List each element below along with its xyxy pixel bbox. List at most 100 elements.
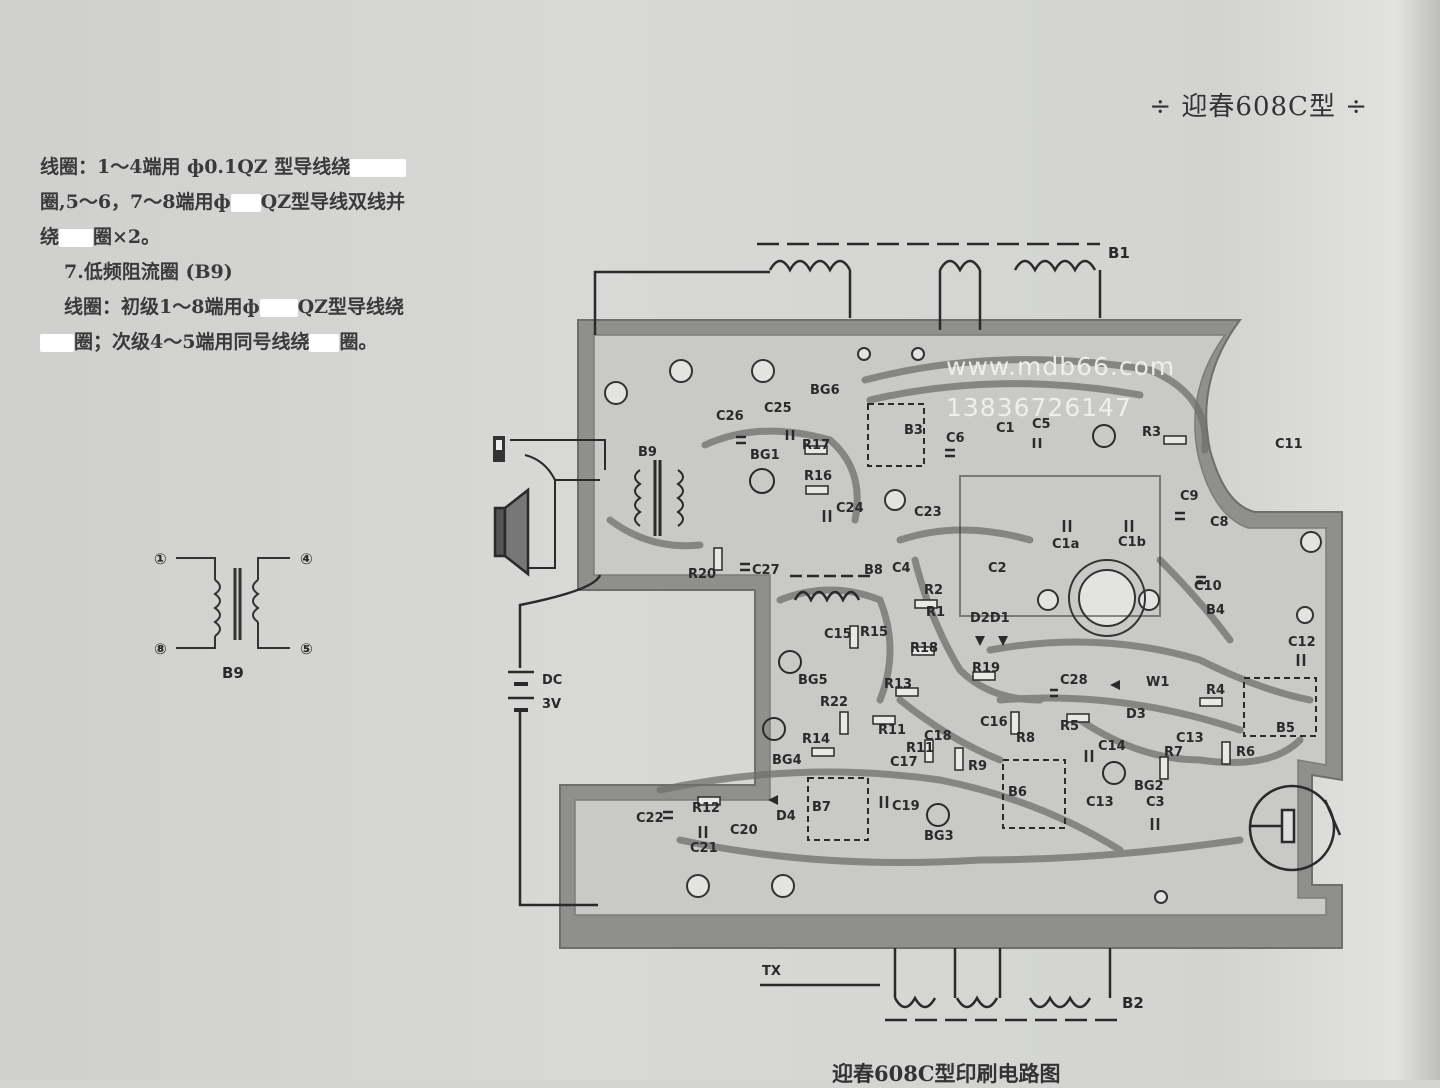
b2-coil bbox=[760, 948, 1120, 1022]
label-r1: R1 bbox=[926, 605, 945, 620]
text-span: 圈,5～6，7～8端用ф bbox=[40, 191, 231, 213]
label-c22: C22 bbox=[636, 811, 664, 826]
label-c3: C3 bbox=[1146, 795, 1165, 810]
label-c17: C17 bbox=[890, 755, 918, 770]
label-bg4: BG4 bbox=[772, 753, 802, 768]
label-c19: C19 bbox=[892, 799, 920, 814]
pin-1-label: ① bbox=[154, 550, 167, 568]
component-labels: C26 C25 BG6 R17 BG1 R16 C24 B9 R20 C27 B… bbox=[636, 383, 1316, 856]
label-r19: R19 bbox=[972, 661, 1000, 676]
text-span: 线圈：初级1～8端用ф bbox=[64, 296, 260, 318]
redaction-box bbox=[259, 299, 298, 317]
label-c5: C5 bbox=[1032, 417, 1051, 432]
label-c12: C12 bbox=[1288, 635, 1316, 650]
label-b9: B9 bbox=[638, 445, 657, 460]
label-r10: R11 bbox=[906, 741, 934, 756]
label-r2: R2 bbox=[924, 583, 943, 598]
label-b8: B8 bbox=[864, 563, 883, 578]
mounting-holes bbox=[604, 347, 1322, 904]
label-d2d1: D2D1 bbox=[970, 611, 1010, 626]
label-c8: C8 bbox=[1210, 515, 1229, 530]
tuning-shaft-ring bbox=[1068, 559, 1146, 637]
label-w1: W1 bbox=[1146, 675, 1169, 690]
earphone-jack-icon bbox=[493, 436, 505, 462]
label-r3: R3 bbox=[1142, 425, 1161, 440]
label-r4: R4 bbox=[1206, 683, 1225, 698]
label-c28: C28 bbox=[1060, 673, 1088, 688]
resistor-symbols bbox=[697, 435, 1231, 806]
pin-5-label: ⑤ bbox=[300, 640, 313, 658]
b9-board-transformer bbox=[634, 460, 684, 536]
label-r8: R8 bbox=[1016, 731, 1035, 746]
label-3v: 3V bbox=[542, 697, 561, 712]
battery-dc-3v bbox=[508, 574, 602, 907]
watermark-phone: 13836726147 bbox=[946, 393, 1132, 422]
text-span: 绕 bbox=[40, 226, 60, 248]
label-c1b: C1b bbox=[1118, 535, 1146, 550]
label-r16: R16 bbox=[804, 469, 832, 484]
label-c10: C10 bbox=[1194, 579, 1222, 594]
volume-potentiometer bbox=[1248, 784, 1342, 872]
label-c16: C16 bbox=[980, 715, 1008, 730]
text-line: 圈,5～6，7～8端用ф QZ型导线双线并 bbox=[40, 185, 480, 220]
label-r14: R14 bbox=[802, 732, 830, 747]
label-c4: C4 bbox=[892, 561, 911, 576]
label-r15: R15 bbox=[860, 625, 888, 640]
b1-antenna-coil bbox=[593, 242, 1102, 335]
redaction-box bbox=[59, 229, 94, 247]
label-c25: C25 bbox=[764, 401, 792, 416]
pin-4-label: ④ bbox=[300, 550, 313, 568]
b9-symbol-label: B9 bbox=[222, 664, 244, 682]
label-b6: B6 bbox=[1008, 785, 1027, 800]
label-c1a: C1a bbox=[1052, 537, 1079, 552]
label-c24: C24 bbox=[836, 501, 864, 516]
label-b7: B7 bbox=[812, 800, 831, 815]
label-c21: C21 bbox=[690, 841, 718, 856]
label-b1: B1 bbox=[1108, 244, 1130, 262]
redaction-box bbox=[309, 334, 340, 352]
label-bg5: BG5 bbox=[798, 673, 828, 688]
label-bg2: BG2 bbox=[1134, 779, 1164, 794]
label-r17: R17 bbox=[802, 438, 830, 453]
text-span: 圈；次级4～5端用同号线绕 bbox=[74, 331, 310, 353]
label-c20: C20 bbox=[730, 823, 758, 838]
b8-coil bbox=[790, 574, 872, 603]
label-r20: R20 bbox=[688, 567, 716, 582]
label-c2: C2 bbox=[988, 561, 1007, 576]
redaction-box bbox=[40, 334, 74, 352]
label-c15: C15 bbox=[824, 627, 852, 642]
diode-symbols bbox=[768, 636, 1120, 805]
label-r18: R18 bbox=[910, 641, 938, 656]
page-header-title: ÷ 迎春608C型 ÷ bbox=[1149, 92, 1368, 122]
watermark-site: www.mdb66.com bbox=[946, 352, 1176, 381]
label-c14: C14 bbox=[1098, 739, 1126, 754]
pcb-inner-area bbox=[574, 334, 1327, 916]
label-r7: R7 bbox=[1164, 745, 1183, 760]
label-dc: DC bbox=[542, 673, 562, 688]
label-r22: R22 bbox=[820, 695, 848, 710]
text-span: QZ型导线双线并 bbox=[260, 191, 406, 213]
capacitor-symbols bbox=[663, 430, 1306, 838]
transistors bbox=[749, 424, 1126, 827]
text-line: 圈；次级4～5端用同号线绕圈。 bbox=[40, 325, 480, 360]
label-b3: B3 bbox=[904, 423, 923, 438]
label-c27: C27 bbox=[752, 563, 780, 578]
diagram-caption: 迎春608C型印刷电路图 bbox=[832, 1061, 1061, 1086]
pin-8-label: ⑧ bbox=[154, 640, 167, 658]
label-c11: C11 bbox=[1275, 437, 1303, 452]
label-c13b: C13 bbox=[1086, 795, 1114, 810]
text-span: 7.低频阻流圈 (B9) bbox=[64, 261, 233, 283]
text-span: 线圈：1～4端用 ф0.1QZ 型导线绕 bbox=[40, 156, 351, 178]
redaction-box bbox=[230, 194, 261, 212]
label-c13: C13 bbox=[1176, 731, 1204, 746]
label-r11: R11 bbox=[878, 723, 906, 738]
redaction-box bbox=[350, 159, 407, 177]
label-c26: C26 bbox=[716, 409, 744, 424]
coil-spec-text: 线圈：1～4端用 ф0.1QZ 型导线绕 圈,5～6，7～8端用ф QZ型导线双线… bbox=[40, 150, 480, 360]
label-b5: B5 bbox=[1276, 721, 1295, 736]
label-r6: R6 bbox=[1236, 745, 1255, 760]
label-r12: R12 bbox=[692, 801, 720, 816]
label-c18: C18 bbox=[924, 729, 952, 744]
label-b2: B2 bbox=[1122, 994, 1144, 1012]
